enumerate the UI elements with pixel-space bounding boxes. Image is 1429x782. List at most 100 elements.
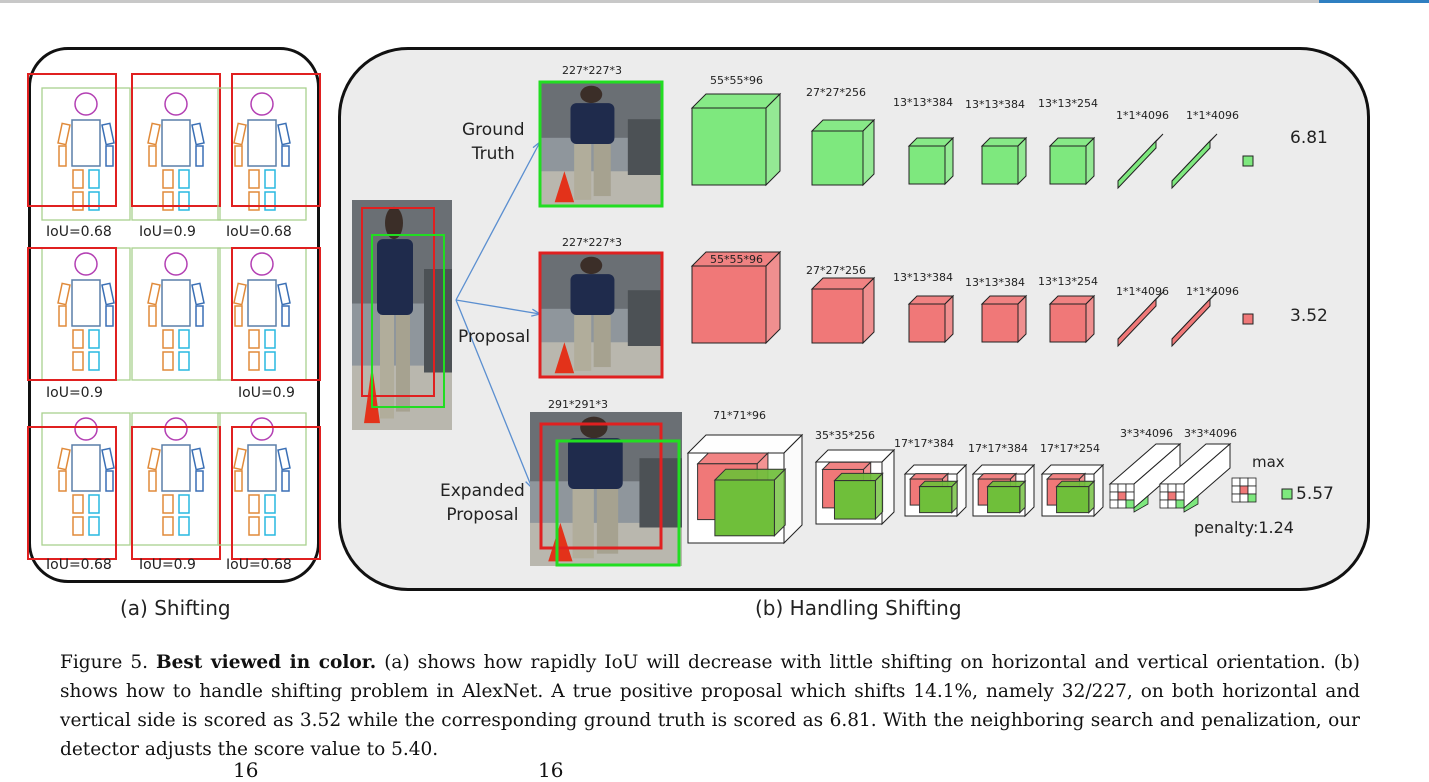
cube-side-face bbox=[862, 118, 875, 187]
cube-top-face bbox=[903, 464, 968, 475]
score-expanded: 5.57 bbox=[1296, 484, 1334, 504]
cube-top-face bbox=[908, 473, 950, 480]
cube-front-face bbox=[714, 479, 775, 537]
shifted-box bbox=[27, 426, 117, 560]
head-shape bbox=[74, 92, 98, 116]
shifted-box bbox=[131, 426, 221, 560]
page-top-rule bbox=[0, 0, 1429, 3]
grid-cell bbox=[1167, 491, 1177, 501]
leg-shape bbox=[248, 169, 260, 189]
arm-shape bbox=[234, 305, 243, 327]
grid-cell bbox=[1159, 483, 1169, 493]
head-shape bbox=[164, 252, 188, 276]
arm-shape bbox=[101, 122, 115, 146]
cube-top-face bbox=[918, 480, 959, 488]
arm-shape bbox=[148, 145, 157, 167]
arm-shape bbox=[105, 305, 114, 327]
layer-dim: 1*1*4096 bbox=[1116, 285, 1169, 298]
cube-front-face bbox=[919, 486, 953, 514]
layer-dim: 27*27*256 bbox=[806, 264, 866, 277]
grid-cell bbox=[1175, 483, 1185, 493]
grid-cell bbox=[1125, 491, 1135, 501]
grid-cell bbox=[1117, 491, 1127, 501]
cube-front-face bbox=[691, 107, 767, 186]
cube-top-face bbox=[971, 464, 1036, 475]
ground-truth-box bbox=[41, 412, 131, 546]
feature-cube bbox=[690, 250, 782, 345]
leg-shape bbox=[178, 351, 190, 371]
photo-car bbox=[627, 119, 662, 175]
cube-side-face bbox=[1024, 463, 1035, 518]
arm-shape bbox=[277, 122, 291, 146]
max-grid-cell bbox=[1239, 485, 1249, 495]
photo-car bbox=[627, 290, 662, 346]
grid-cell bbox=[1167, 499, 1177, 509]
leg-shape bbox=[72, 494, 84, 514]
max-grid-cell bbox=[1247, 477, 1257, 487]
arm-shape bbox=[281, 470, 290, 492]
arm-shape bbox=[191, 122, 205, 146]
leg-shape bbox=[248, 494, 260, 514]
cube-side-face bbox=[956, 463, 967, 518]
arm-shape bbox=[277, 447, 291, 471]
crop-border-green bbox=[555, 439, 681, 567]
arm-shape bbox=[277, 282, 291, 306]
leg-shape bbox=[162, 191, 174, 211]
leg-shape bbox=[162, 329, 174, 349]
max-grid bbox=[1231, 477, 1257, 503]
cube-front-face bbox=[691, 265, 767, 344]
photo-car bbox=[424, 269, 452, 373]
person-leg bbox=[572, 489, 594, 559]
grid-accent bbox=[1183, 495, 1199, 513]
leg-shape bbox=[88, 329, 100, 349]
figure-caption: Figure 5. Best viewed in color. (a) show… bbox=[60, 648, 1360, 764]
traffic-cone bbox=[554, 171, 575, 203]
cube-top-face bbox=[833, 472, 884, 482]
torso-shape bbox=[247, 279, 277, 327]
layer-dim: 55*55*96 bbox=[710, 253, 763, 266]
arm-shape bbox=[58, 470, 67, 492]
head-shape bbox=[74, 252, 98, 276]
iou-label: IoU=0.9 bbox=[238, 385, 295, 401]
proposal-box bbox=[361, 207, 435, 397]
arm-shape bbox=[58, 305, 67, 327]
person-leg bbox=[380, 315, 394, 419]
flow-arrow bbox=[455, 299, 533, 489]
leg-shape bbox=[264, 329, 276, 349]
leg-shape bbox=[264, 516, 276, 536]
head-shape bbox=[164, 92, 188, 116]
cube-top-face bbox=[1055, 480, 1096, 488]
person-leg bbox=[593, 315, 611, 368]
stick-figure-cell bbox=[131, 412, 221, 560]
torso-shape bbox=[161, 279, 191, 327]
cube-front-face bbox=[811, 130, 864, 186]
ground-truth-sub-cube bbox=[713, 467, 787, 538]
feature-cube bbox=[1048, 294, 1096, 344]
leg-shape bbox=[264, 169, 276, 189]
shifted-box bbox=[231, 426, 321, 560]
layer-dim: 1*1*4096 bbox=[1186, 109, 1239, 122]
fc-layer-bar bbox=[1171, 133, 1218, 190]
arm-shape bbox=[191, 282, 205, 306]
person-shirt bbox=[570, 103, 615, 144]
grid-cell bbox=[1175, 491, 1185, 501]
output-node bbox=[1242, 155, 1254, 167]
person-leg bbox=[574, 144, 592, 200]
leg-shape bbox=[88, 516, 100, 536]
crop-border-red bbox=[539, 422, 663, 550]
cube-side-face bbox=[1017, 136, 1027, 186]
grid-cell bbox=[1175, 499, 1185, 509]
feature-cube bbox=[690, 92, 782, 187]
leg-shape bbox=[72, 351, 84, 371]
cube-front-face bbox=[833, 480, 876, 520]
page-top-accent bbox=[1319, 0, 1429, 3]
stick-figure-cell bbox=[27, 412, 131, 560]
max-grid-cell bbox=[1231, 477, 1241, 487]
arm-shape bbox=[195, 470, 204, 492]
person-leg bbox=[593, 144, 611, 197]
cube-side-face bbox=[1088, 479, 1095, 514]
arm-shape bbox=[234, 145, 243, 167]
leg-shape bbox=[72, 516, 84, 536]
arm-shape bbox=[195, 305, 204, 327]
